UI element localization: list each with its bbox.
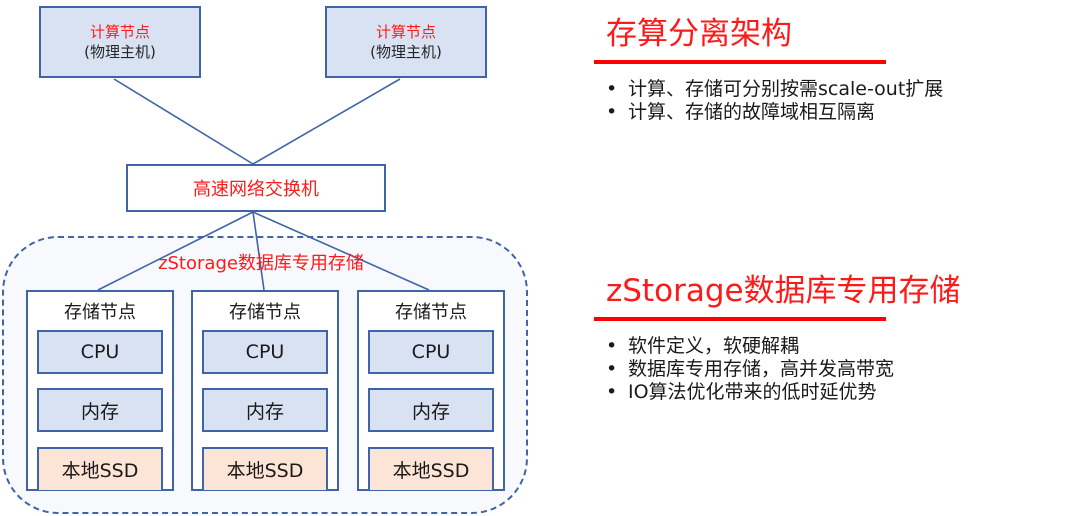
bullet-icon: • xyxy=(606,78,618,100)
switch-label: 高速网络交换机 xyxy=(193,179,319,200)
storage-node-2: 存储节点 CPU 内存 本地SSD xyxy=(191,290,339,491)
network-switch: 高速网络交换机 xyxy=(126,164,386,212)
storage-node-title: 存储节点 xyxy=(64,302,136,323)
bullet-text: 计算、存储的故障域相互隔离 xyxy=(628,101,876,123)
storage-node-3: 存储节点 CPU 内存 本地SSD xyxy=(357,290,505,491)
bullet-item: • 计算、存储可分别按需scale-out扩展 xyxy=(606,78,943,101)
compute-node-title: 计算节点 xyxy=(375,23,436,41)
heading-underline xyxy=(594,60,886,64)
bullet-item: • 数据库专用存储，高并发高带宽 xyxy=(606,358,961,381)
memory-component: 内存 xyxy=(37,388,163,432)
link-compute2-switch xyxy=(252,78,401,165)
memory-component: 内存 xyxy=(368,388,494,432)
heading-underline xyxy=(594,317,886,321)
ssd-component: 本地SSD xyxy=(37,447,163,490)
section-zstorage: zStorage数据库专用存储 • 软件定义，软硬解耦 • 数据库专用存储，高并发高… xyxy=(594,271,961,404)
bullet-text: 计算、存储可分别按需scale-out扩展 xyxy=(628,78,944,100)
memory-component: 内存 xyxy=(202,388,328,432)
link-compute1-switch xyxy=(113,78,254,165)
bullet-text: IO算法优化带来的低时延优势 xyxy=(628,381,877,403)
cpu-component: CPU xyxy=(368,330,494,374)
ssd-component: 本地SSD xyxy=(368,447,494,490)
cpu-component: CPU xyxy=(37,330,163,374)
bullet-item: • 软件定义，软硬解耦 xyxy=(606,335,961,358)
section-heading: zStorage数据库专用存储 xyxy=(606,273,961,309)
compute-node-title: 计算节点 xyxy=(89,23,150,41)
compute-node-subtitle: (物理主机) xyxy=(84,43,156,61)
storage-node-title: 存储节点 xyxy=(395,302,467,323)
compute-node-2: 计算节点 (物理主机) xyxy=(325,6,487,78)
section-heading: 存算分离架构 xyxy=(606,16,792,52)
bullet-item: • 计算、存储的故障域相互隔离 xyxy=(606,101,943,124)
compute-node-1: 计算节点 (物理主机) xyxy=(39,6,201,78)
compute-node-subtitle: (物理主机) xyxy=(370,43,442,61)
bullet-list: • 计算、存储可分别按需scale-out扩展 • 计算、存储的故障域相互隔离 xyxy=(594,78,943,124)
bullet-text: 数据库专用存储，高并发高带宽 xyxy=(628,358,895,380)
storage-node-title: 存储节点 xyxy=(229,302,301,323)
storage-node-1: 存储节点 CPU 内存 本地SSD xyxy=(26,290,174,491)
bullet-item: • IO算法优化带来的低时延优势 xyxy=(606,381,961,404)
section-compute-storage-separation: 存算分离架构 • 计算、存储可分别按需scale-out扩展 • 计算、存储的故障域… xyxy=(594,14,943,124)
cpu-component: CPU xyxy=(202,330,328,374)
ssd-component: 本地SSD xyxy=(202,447,328,490)
bullet-icon: • xyxy=(606,335,618,357)
bullet-list: • 软件定义，软硬解耦 • 数据库专用存储，高并发高带宽 • IO算法优化带来的低时延… xyxy=(594,335,961,404)
bullet-icon: • xyxy=(606,381,618,403)
storage-cluster-label: zStorage数据库专用存储 xyxy=(158,253,364,274)
bullet-text: 软件定义，软硬解耦 xyxy=(628,335,800,357)
bullet-icon: • xyxy=(606,358,618,380)
bullet-icon: • xyxy=(606,101,618,123)
